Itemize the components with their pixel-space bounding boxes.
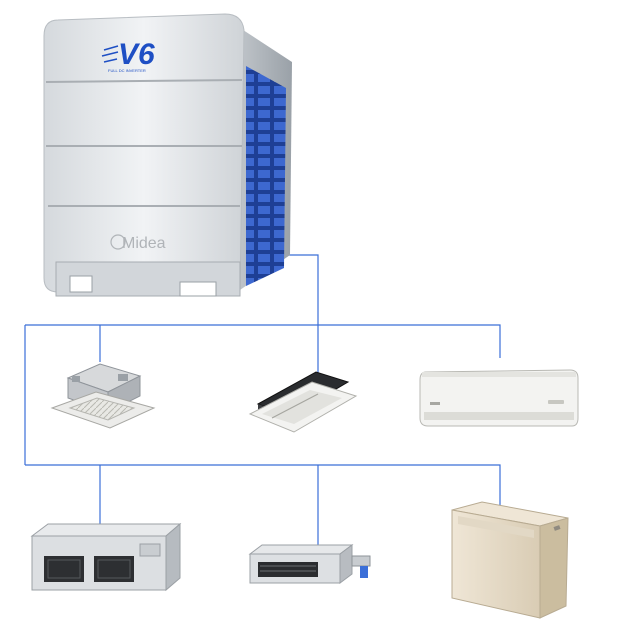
floor-standing-console-unit (451, 501, 569, 619)
brand-logo-text: Midea (122, 235, 166, 252)
high-static-duct-unit (30, 522, 182, 592)
model-badge: V6 (118, 38, 155, 71)
wall-mounted-unit (419, 369, 579, 427)
one-way-cassette-unit (248, 371, 358, 433)
main-pipe-riser (286, 254, 319, 378)
midea-logo-icon (110, 234, 126, 250)
refrigerant-piping (24, 254, 501, 546)
lower-branch (25, 464, 501, 510)
upper-branch (25, 324, 501, 358)
slim-duct-unit (248, 544, 371, 584)
four-way-cassette-unit (50, 363, 156, 429)
outdoor-unit: V6 FULL DC INVERTER Midea (43, 13, 292, 297)
badge-tagline: FULL DC INVERTER (108, 68, 146, 73)
